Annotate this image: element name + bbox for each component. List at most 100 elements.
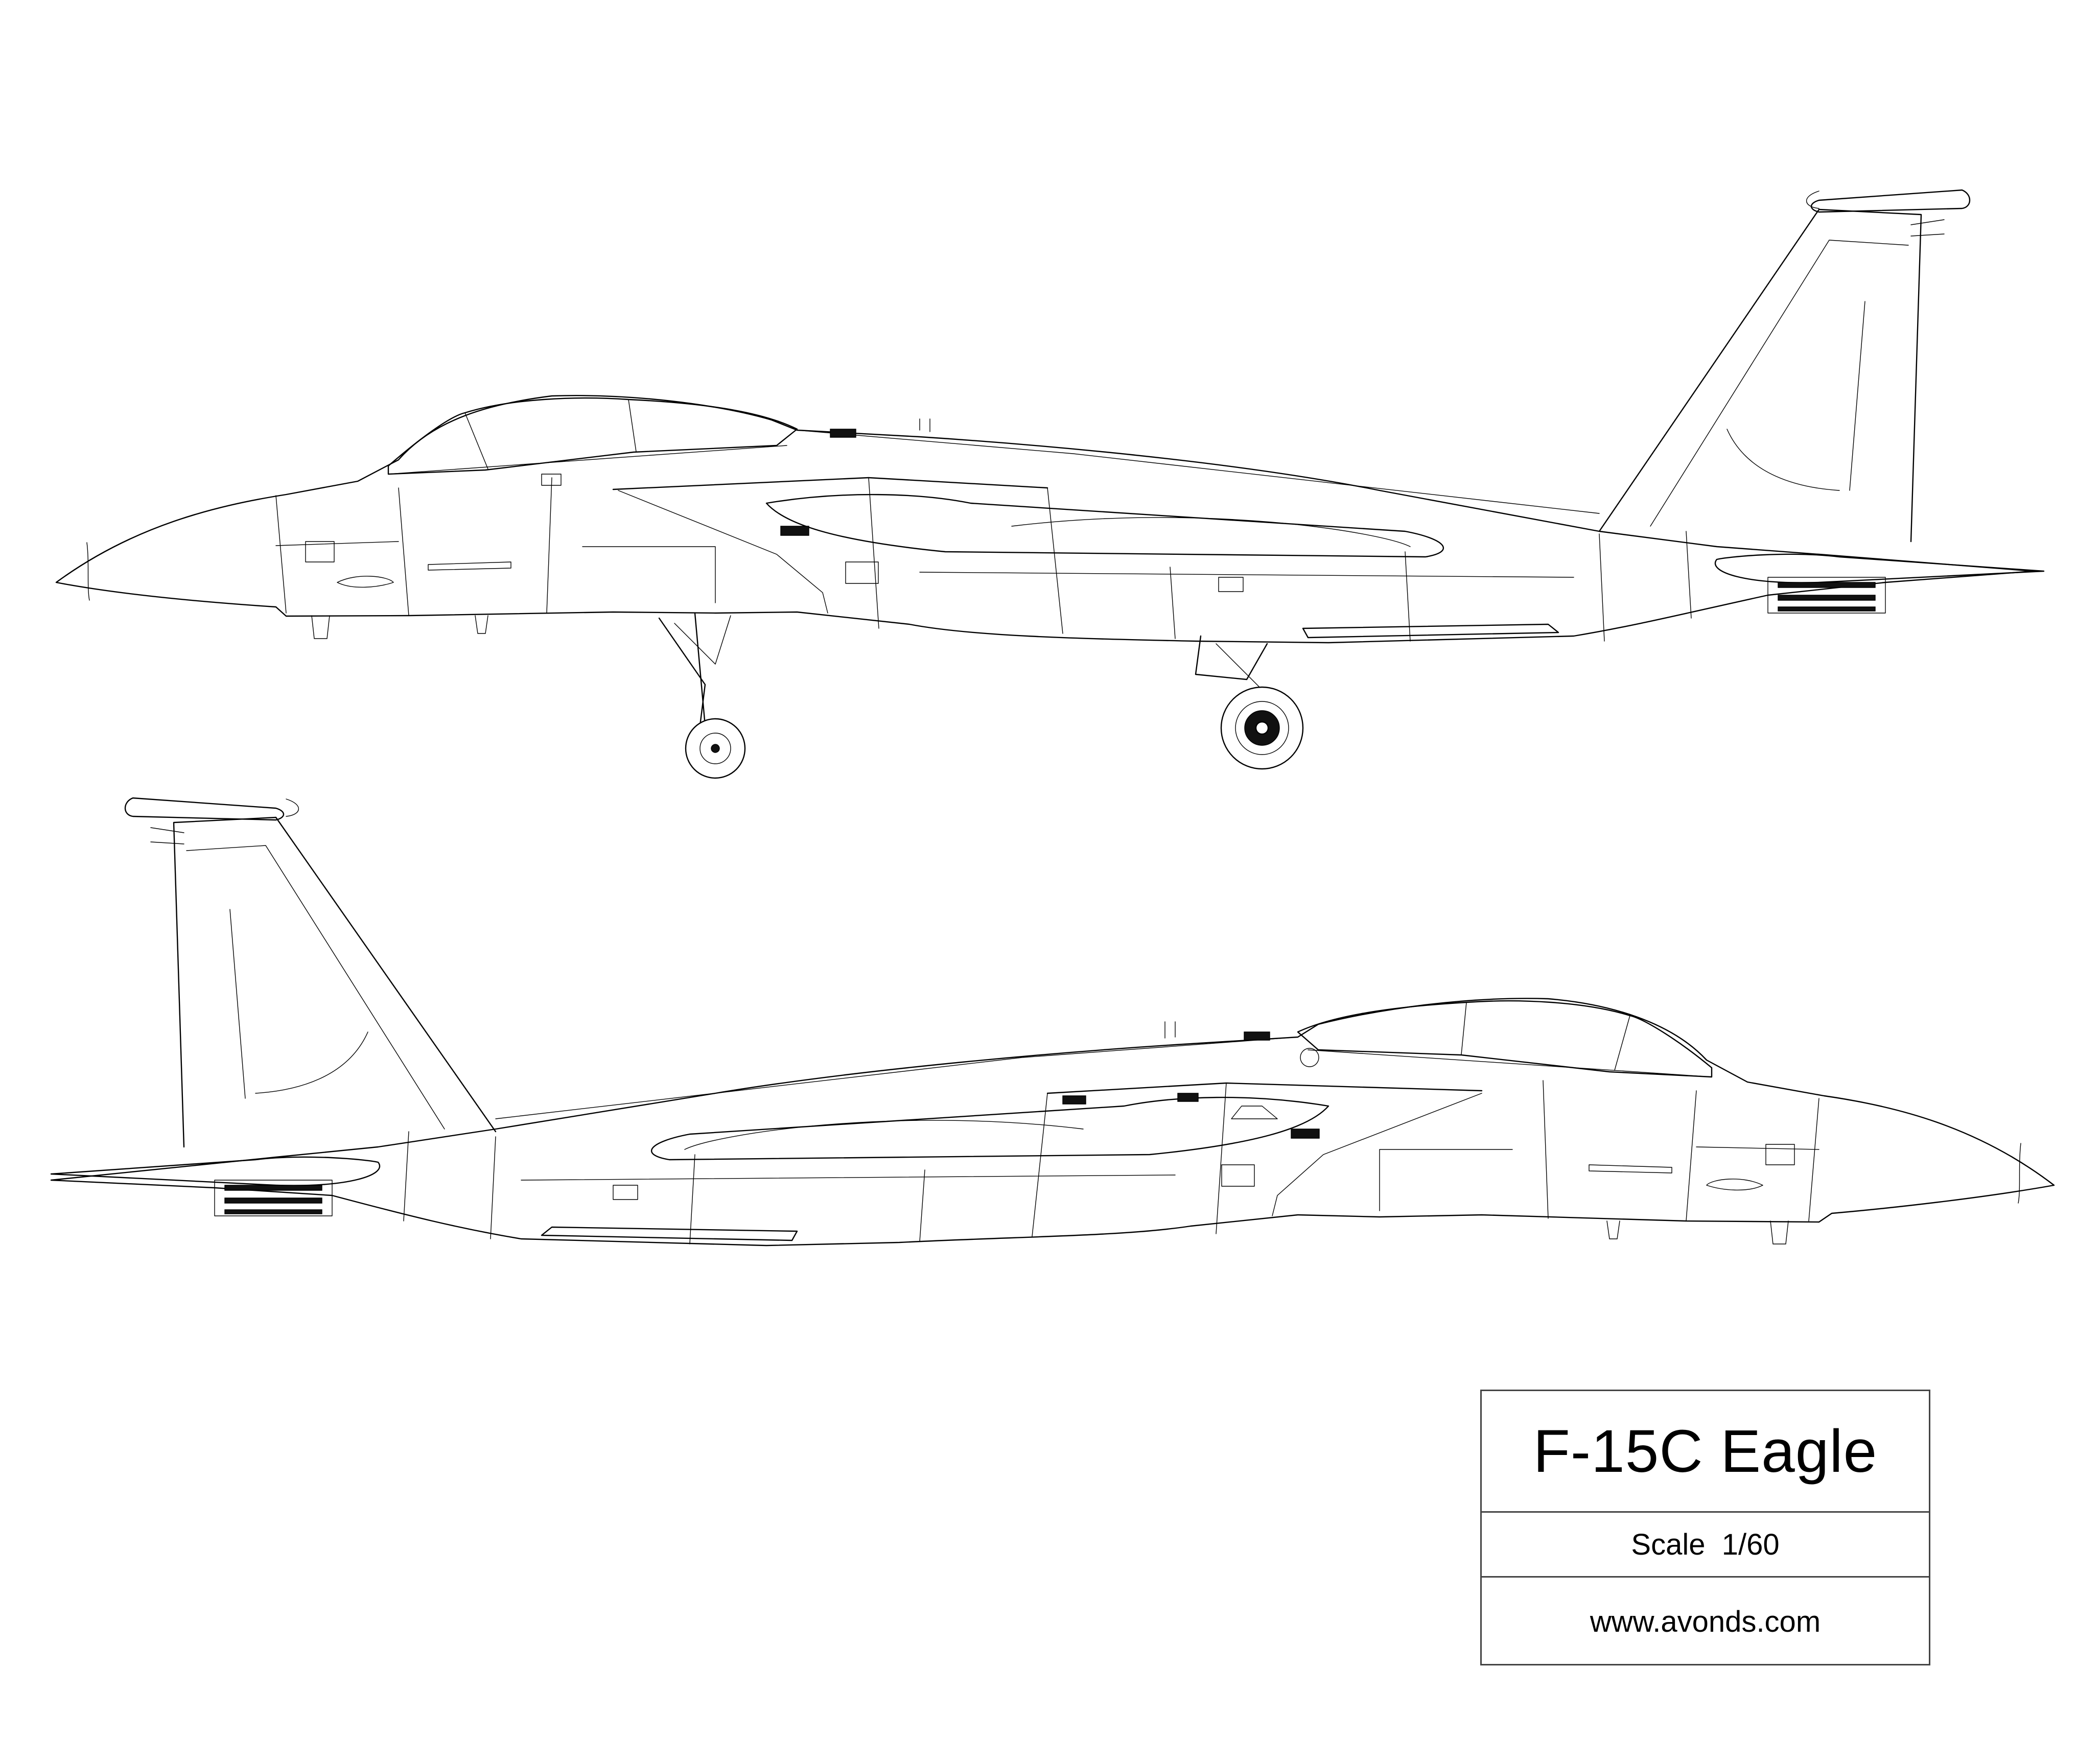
rudder-line <box>230 909 245 1098</box>
panel-line <box>1686 531 1691 618</box>
antenna <box>1165 1022 1175 1038</box>
title-block: F-15C Eagle Scale 1/60 www.avonds.com <box>1480 1390 1930 1665</box>
pitot-probe <box>337 576 393 588</box>
panel-line <box>920 1170 925 1241</box>
wing-glove <box>766 495 1443 557</box>
tail-rwr <box>286 799 298 816</box>
intake-hatch <box>1231 1106 1277 1119</box>
panel-line <box>690 1155 695 1244</box>
antenna-bump <box>1607 1221 1620 1239</box>
panel-line <box>1696 1147 1819 1149</box>
conformal-tank <box>542 1227 797 1240</box>
canopy-frame-front <box>1615 1016 1630 1070</box>
canopy <box>1298 1001 1712 1077</box>
aircraft-left-side-view <box>56 190 2044 778</box>
engine-nozzle <box>215 1180 332 1216</box>
intake-ramp <box>613 478 1047 489</box>
radome-seam <box>87 543 89 600</box>
inlet-slot <box>1589 1165 1672 1173</box>
panel-line <box>1809 1098 1819 1221</box>
panel-line <box>491 1137 496 1239</box>
canopy-frame-rear <box>628 400 636 452</box>
panel-line <box>1543 1081 1548 1218</box>
radome-seam <box>2018 1143 2021 1203</box>
panel-line <box>521 1175 1175 1180</box>
panel-line <box>276 542 399 546</box>
panel-line <box>1686 1091 1696 1221</box>
horizontal-stabilator <box>1715 554 2044 583</box>
pitot-probe <box>1707 1179 1763 1190</box>
title-cell: F-15C Eagle <box>1482 1391 1929 1513</box>
panel-line <box>1405 552 1410 641</box>
spine-line <box>496 1037 1298 1119</box>
access-panel <box>542 474 561 485</box>
access-panel <box>306 542 334 562</box>
panel-line <box>1599 534 1604 641</box>
main-landing-gear <box>1196 636 1303 769</box>
access-panel <box>846 562 878 583</box>
canopy-frame-rear <box>1461 1002 1466 1054</box>
wing-glove <box>651 1097 1328 1160</box>
panel-line <box>1216 1083 1226 1234</box>
access-panel <box>1219 577 1243 592</box>
gill-vent <box>1178 1093 1198 1101</box>
scale-cell: Scale 1/60 <box>1482 1513 1929 1578</box>
website-label: www.avonds.com <box>1590 1605 1821 1638</box>
panel-line <box>1047 488 1063 633</box>
antenna-bump <box>475 616 488 633</box>
tail-spar <box>186 845 445 1129</box>
panel-line <box>582 547 715 603</box>
drawing-title: F-15C Eagle <box>1533 1417 1878 1485</box>
rudder-line <box>1850 301 1865 490</box>
panel-line <box>1032 1093 1047 1236</box>
canopy-sill <box>1308 1050 1712 1077</box>
canopy <box>388 398 797 474</box>
scale-label: Scale 1/60 <box>1631 1528 1780 1561</box>
tail-antenna <box>1911 220 1944 236</box>
panel-line <box>1380 1149 1512 1211</box>
panel-line <box>869 478 879 628</box>
vertical-tail <box>174 817 496 1147</box>
engine-nozzle <box>1768 577 1885 613</box>
tail-antenna <box>151 828 184 844</box>
canopy-sill <box>388 445 787 474</box>
spine-line <box>797 430 1599 513</box>
wing-root-fairing <box>1012 518 1410 547</box>
access-panel <box>1300 1048 1319 1067</box>
tail-panel <box>255 1032 368 1093</box>
inlet-slot <box>428 562 511 570</box>
aircraft-right-side-view <box>51 798 2054 1246</box>
tail-panel <box>1727 429 1839 490</box>
gill-vent <box>830 429 856 437</box>
access-panel <box>1766 1144 1794 1165</box>
gill-vent <box>1291 1129 1319 1138</box>
wing-root-fairing <box>685 1120 1083 1149</box>
tail-tip-pod <box>1811 190 1970 212</box>
access-panel <box>1222 1165 1254 1186</box>
panel-line <box>399 488 409 616</box>
antenna <box>920 419 930 432</box>
panel-line <box>404 1132 409 1221</box>
nose-landing-gear <box>659 613 745 778</box>
tail-rwr <box>1807 191 1819 208</box>
panel-line <box>920 572 1574 577</box>
fuselage-outline <box>51 998 2054 1246</box>
gill-vent <box>781 526 809 535</box>
panel-line <box>1170 567 1175 639</box>
gill-vent <box>1063 1096 1086 1104</box>
fuselage-outline <box>56 395 2034 643</box>
tail-spar <box>1650 240 1908 526</box>
tail-tip-pod <box>125 798 284 820</box>
website-cell: www.avonds.com <box>1482 1578 1929 1665</box>
horizontal-stabilator <box>51 1157 380 1186</box>
antenna-bump <box>1770 1221 1788 1244</box>
panel-line <box>547 478 552 613</box>
conformal-tank <box>1303 624 1558 638</box>
access-panel <box>613 1185 638 1200</box>
canopy-frame-front <box>465 413 488 469</box>
intake-lower <box>618 490 828 613</box>
gill-vent <box>1244 1032 1270 1040</box>
intake-lower <box>1272 1093 1482 1216</box>
antenna-bump <box>312 616 330 639</box>
